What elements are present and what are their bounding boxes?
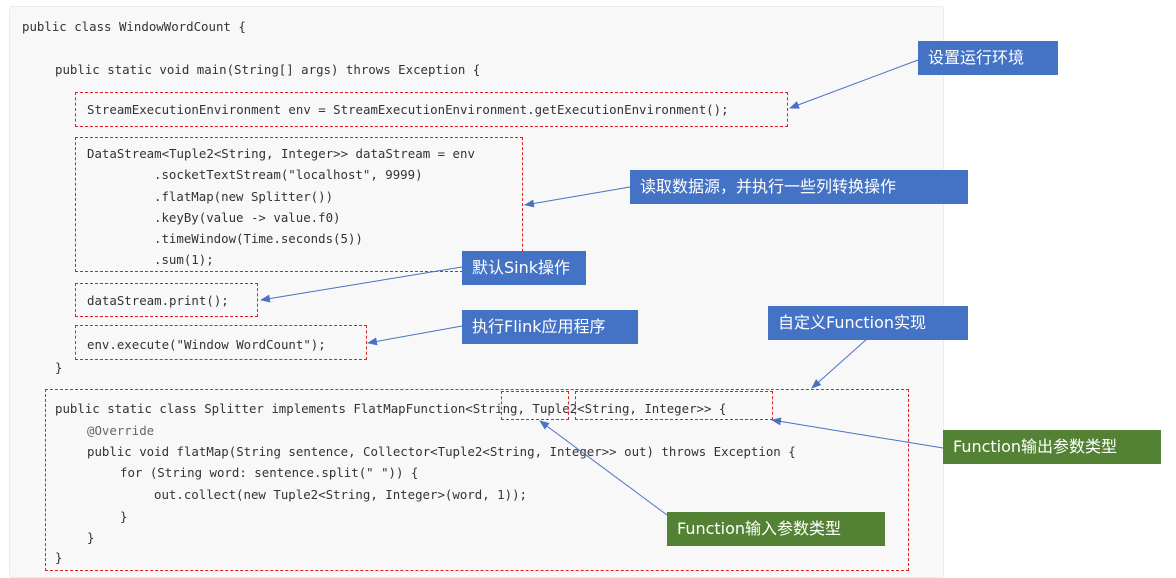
code-close-main: }: [55, 360, 63, 375]
callout-env: 设置运行环境: [918, 41, 1058, 75]
splitter-highlight-box: [45, 389, 909, 571]
code-sum-line: .sum(1);: [154, 252, 214, 267]
input-type-highlight-box: [501, 391, 569, 420]
code-print-line: dataStream.print();: [87, 293, 229, 308]
code-keyby-line: .keyBy(value -> value.f0): [154, 210, 341, 225]
code-datastream-line: DataStream<Tuple2<String, Integer>> data…: [87, 146, 475, 161]
code-flatmap-call: .flatMap(new Splitter()): [154, 189, 334, 204]
code-class-declaration: public class WindowWordCount {: [22, 19, 246, 34]
code-timewindow-line: .timeWindow(Time.seconds(5)): [154, 231, 363, 246]
callout-custom-function: 自定义Function实现: [768, 306, 968, 340]
code-splitter-declaration: public static class Splitter implements …: [55, 401, 727, 416]
code-close-for: }: [120, 509, 128, 524]
code-for-loop: for (String word: sentence.split(" ")) {: [120, 465, 419, 480]
arrow-sink: [260, 266, 463, 303]
code-override-annotation: @Override: [87, 423, 155, 438]
code-collect-line: out.collect(new Tuple2<String, Integer>(…: [154, 487, 527, 502]
callout-output-type: Function输出参数类型: [943, 430, 1161, 464]
callout-input-type: Function输入参数类型: [667, 512, 885, 546]
code-env-line: StreamExecutionEnvironment env = StreamE…: [87, 102, 729, 117]
output-type-highlight-box: [575, 391, 773, 420]
code-panel: [9, 6, 944, 578]
callout-execute: 执行Flink应用程序: [462, 310, 638, 344]
datastream-highlight-box: [75, 137, 523, 272]
arrow-custom-function: [811, 337, 869, 389]
callout-source: 读取数据源，并执行一些列转换操作: [630, 170, 968, 204]
arrow-input-type: [539, 420, 668, 516]
code-close-class: }: [55, 550, 63, 565]
arrow-source: [524, 186, 631, 208]
code-flatmap-method: public void flatMap(String sentence, Col…: [87, 444, 796, 459]
callout-sink: 默认Sink操作: [462, 251, 586, 285]
arrow-output-type: [771, 417, 944, 449]
arrow-env: [789, 59, 919, 109]
env-highlight-box: [75, 92, 788, 127]
code-main-method: public static void main(String[] args) t…: [55, 62, 481, 77]
code-execute-line: env.execute("Window WordCount");: [87, 337, 326, 352]
arrow-execute: [367, 325, 463, 346]
code-close-flatmap: }: [87, 530, 95, 545]
print-highlight-box: [75, 283, 258, 317]
code-socket-line: .socketTextStream("localhost", 9999): [154, 167, 423, 182]
execute-highlight-box: [75, 325, 367, 360]
